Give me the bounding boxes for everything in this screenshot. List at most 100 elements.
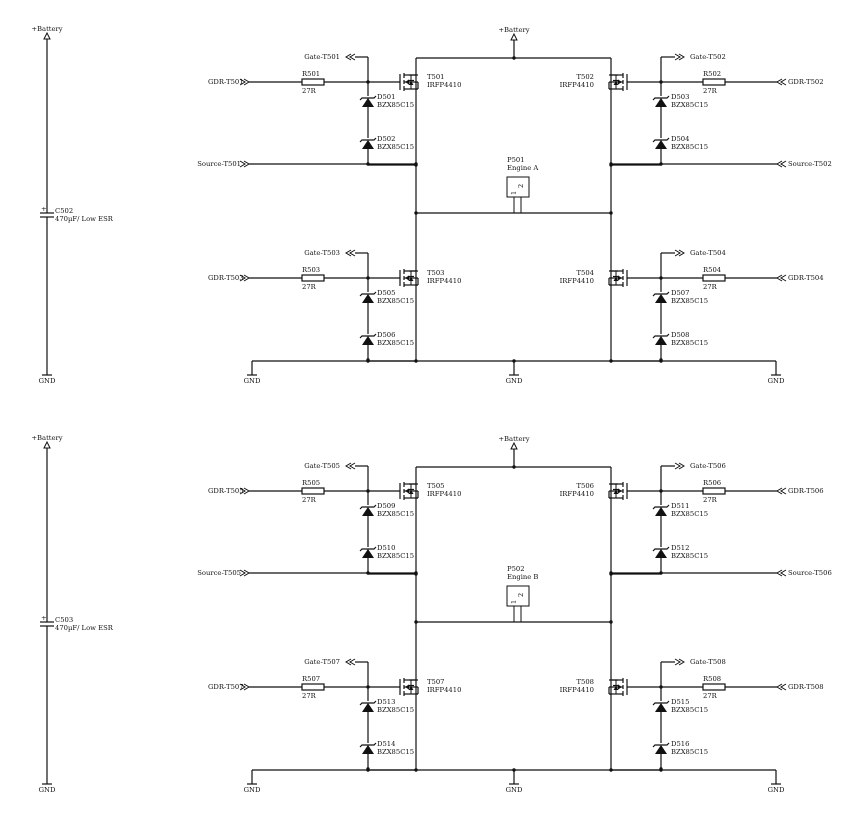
diode-ref: D505: [377, 289, 395, 297]
diode-part: BZX85C15: [377, 552, 414, 560]
half-bridge-leg-left-upper: GDR-T505R50527RGate-T505D509BZX85C15D510…: [197, 462, 461, 577]
supply-label: +Battery: [31, 434, 62, 442]
port-arrow-icon: [345, 249, 356, 257]
power-port-icon: [510, 441, 518, 450]
half-bridge-leg-right-lower: GDR-T508R50827RGate-T508D515BZX85C15D516…: [560, 658, 824, 771]
port-arrow-icon: [674, 658, 685, 666]
resistor-value: 27R: [703, 283, 718, 291]
mosfet-ref: T501: [427, 73, 445, 81]
supply-label: +Battery: [498, 435, 529, 443]
diode-ref: D501: [377, 93, 395, 101]
connector-ref: P502: [507, 565, 525, 573]
resistor-ref: R505: [302, 479, 320, 487]
junction-dot: [659, 767, 663, 771]
junction-dot: [512, 359, 516, 363]
source-port-label: Source-T502: [788, 160, 832, 168]
gnd-label: GND: [39, 377, 56, 385]
diode-ref: D509: [377, 502, 395, 510]
junction-dot: [512, 56, 516, 60]
source-port-label: Source-T501: [197, 160, 241, 168]
port-arrow-icon: [776, 78, 787, 86]
gate-net-label: Gate-T501: [304, 53, 340, 61]
connector-pin: 1: [510, 191, 518, 195]
diode-part: BZX85C15: [671, 143, 708, 151]
polarity-plus-icon: +: [41, 614, 47, 622]
junction-dot: [659, 358, 663, 362]
capacitor-value: 470µF/ Low ESR: [55, 215, 114, 223]
diode-part: BZX85C15: [377, 101, 414, 109]
resistor-ref: R508: [703, 675, 721, 683]
zener-diode-icon: [362, 294, 374, 303]
diode-ref: D506: [377, 331, 395, 339]
diode-ref: D504: [671, 135, 689, 143]
junction-dot: [366, 358, 370, 362]
diode-ref: D507: [671, 289, 689, 297]
diode-part: BZX85C15: [377, 748, 414, 756]
gdr-port-label: GDR-T505: [208, 487, 244, 495]
resistor-ref: R502: [703, 70, 721, 78]
capacitor-ref: C503: [55, 616, 73, 624]
diode-ref: D516: [671, 740, 689, 748]
diode-part: BZX85C15: [671, 552, 708, 560]
junction-dot: [366, 767, 370, 771]
port-arrow-icon: [239, 160, 250, 168]
gate-net-label: Gate-T503: [304, 249, 340, 257]
diode-part: BZX85C15: [377, 339, 414, 347]
zener-diode-icon: [655, 703, 667, 712]
junction-dot: [414, 571, 418, 575]
mosfet-part: IRFP4410: [560, 277, 594, 285]
junction-dot: [366, 162, 370, 166]
diode-part: BZX85C15: [377, 510, 414, 518]
diode-ref: D503: [671, 93, 689, 101]
polarity-plus-icon: +: [41, 205, 47, 213]
mosfet-ref: T508: [576, 678, 594, 686]
connector-ref: P501: [507, 156, 525, 164]
mosfet-ref: T502: [576, 73, 594, 81]
power-port-icon: [43, 440, 51, 449]
power-port-icon: [43, 31, 51, 40]
resistor-ref: R506: [703, 479, 721, 487]
half-bridge-leg-right-upper: GDR-T506R50627RGate-T506D511BZX85C15D512…: [560, 462, 832, 577]
diode-part: BZX85C15: [377, 143, 414, 151]
diode-ref: D513: [377, 698, 395, 706]
resistor-ref: R503: [302, 266, 320, 274]
diode-part: BZX85C15: [671, 748, 708, 756]
resistor-value: 27R: [302, 283, 317, 291]
half-bridge-leg-left-lower: GDR-T507R50727RGate-T507D513BZX85C15D514…: [208, 658, 461, 771]
diode-ref: D502: [377, 135, 395, 143]
gnd-label: GND: [506, 786, 523, 794]
resistor-value: 27R: [703, 692, 718, 700]
zener-diode-icon: [655, 507, 667, 516]
resistor-ref: R501: [302, 70, 320, 78]
junction-dot: [512, 768, 516, 772]
port-arrow-icon: [776, 487, 787, 495]
port-arrow-icon: [674, 53, 685, 61]
junction-dot: [659, 571, 663, 575]
zener-diode-icon: [655, 140, 667, 149]
gdr-port-label: GDR-T508: [788, 683, 824, 691]
diode-part: BZX85C15: [671, 510, 708, 518]
zener-diode-icon: [655, 336, 667, 345]
gate-net-label: Gate-T505: [304, 462, 340, 470]
gdr-port-label: GDR-T502: [788, 78, 824, 86]
gnd-label: GND: [768, 377, 785, 385]
connector-pin: 2: [517, 593, 525, 597]
port-arrow-icon: [776, 160, 787, 168]
mosfet-part: IRFP4410: [427, 81, 461, 89]
diode-part: BZX85C15: [671, 339, 708, 347]
junction-dot: [609, 162, 613, 166]
gdr-port-label: GDR-T506: [788, 487, 824, 495]
junction-dot: [609, 211, 613, 215]
zener-diode-icon: [362, 703, 374, 712]
engine-connector: [506, 176, 530, 198]
mosfet-ref: T505: [427, 482, 445, 490]
mosfet-ref: T504: [576, 269, 594, 277]
zener-diode-icon: [655, 98, 667, 107]
gate-net-label: Gate-T504: [690, 249, 726, 257]
capacitor-value: 470µF/ Low ESR: [55, 624, 114, 632]
gnd-label: GND: [39, 786, 56, 794]
port-arrow-icon: [345, 53, 356, 61]
gdr-port-label: GDR-T501: [208, 78, 244, 86]
